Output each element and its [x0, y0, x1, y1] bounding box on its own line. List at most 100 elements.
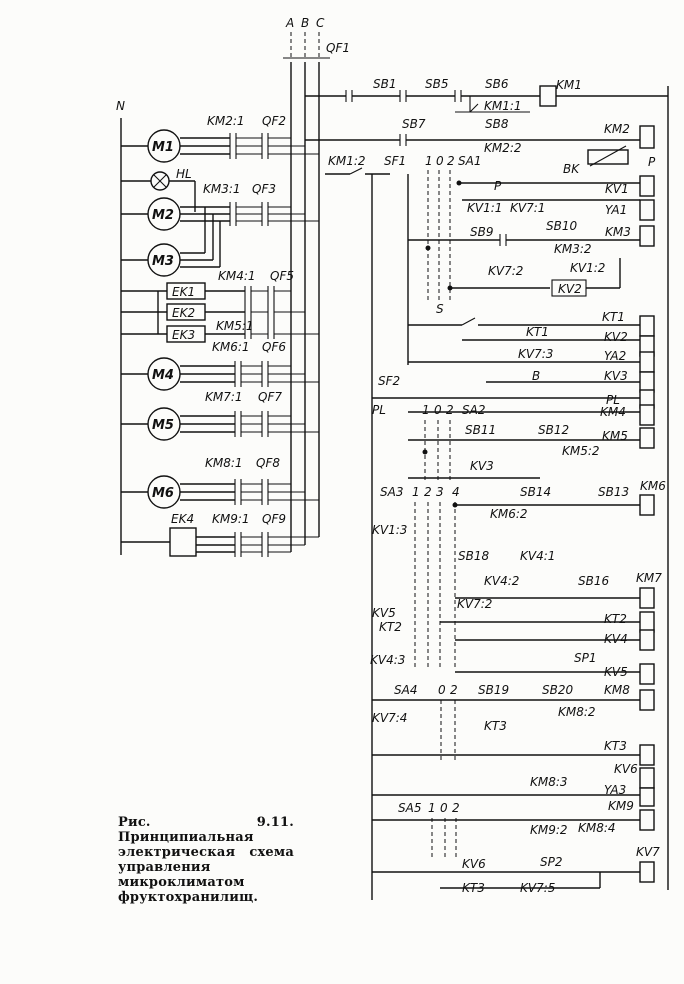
sa3-pos-4: 4: [452, 485, 460, 499]
km1-2-label: KM1:2: [328, 154, 366, 168]
km3-label: KM3: [605, 225, 631, 239]
coil-km8: [639, 689, 655, 711]
heater-ek4: [169, 527, 197, 557]
sa4-pos-0: 0: [438, 683, 446, 697]
svg-text:EK2: EK2: [172, 306, 195, 320]
sa5-pos-1: 1: [428, 801, 436, 815]
coil-kv5: [639, 663, 655, 685]
p-contact-label: P: [494, 179, 502, 193]
kv7-1-label: KV7:1: [510, 201, 545, 215]
kv1-2-label: KV1:2: [570, 261, 605, 275]
km7-1-label: KM7:1: [205, 390, 243, 404]
phase-b-label: B: [301, 16, 309, 30]
svg-text:EK1: EK1: [172, 285, 195, 299]
sa4-pos-2: 2: [450, 683, 458, 697]
km2-1-label: KM2:1: [207, 114, 245, 128]
coil-km1: [539, 85, 557, 107]
kv7-2-label: KV7:2: [488, 264, 523, 278]
coil-km5: [639, 427, 655, 449]
kt2-label: KT2: [604, 612, 627, 626]
pl-coil-label: PL: [606, 393, 620, 407]
kv2-contact-label: KV2: [558, 282, 582, 296]
sa1-pos-0: 0: [436, 154, 444, 168]
sb9-label: SB9: [470, 225, 493, 239]
coil-ya2: [639, 351, 655, 373]
kv1-3-label: KV1:3: [372, 523, 407, 537]
hl-label: HL: [176, 167, 192, 181]
svg-text:M2: M2: [152, 208, 174, 223]
sa1-pos-2: 2: [447, 154, 455, 168]
ek4-label: EK4: [171, 512, 194, 526]
coil-kt2: [639, 611, 655, 633]
kt1-label: KT1: [602, 310, 625, 324]
km4-1-label: KM4:1: [218, 269, 256, 283]
sa1-label: SA1: [458, 154, 481, 168]
control-circuit: SB1 SB5 SB6 KM1 KM1:1 SB7 SB8 KM2 KM2:2 …: [305, 77, 669, 900]
sa3-pos-2: 2: [424, 485, 432, 499]
kv3-label: KV3: [604, 369, 628, 383]
sb13-label: SB13: [598, 485, 629, 499]
coil-km3: [639, 225, 655, 247]
s-label: S: [436, 302, 444, 316]
kv6-contact-label: KV6: [462, 857, 486, 871]
sa5-pos-0: 0: [440, 801, 448, 815]
qf1-label: QF1: [326, 41, 350, 55]
coil-ya1: [639, 199, 655, 221]
sb8-label: SB8: [485, 117, 509, 131]
km9-label: KM9: [608, 799, 634, 813]
sb12-label: SB12: [538, 423, 569, 437]
kv4-1-label: KV4:1: [520, 549, 555, 563]
figure-caption: Рис. 9.11. Принципиальная электрическая …: [118, 815, 294, 905]
svg-text:M4: M4: [152, 368, 174, 383]
ya1-label: YA1: [605, 203, 627, 217]
km6-label: KM6: [640, 479, 666, 493]
svg-text:M1: M1: [152, 140, 174, 155]
sp2-label: SP2: [540, 855, 563, 869]
km7-label: KM7: [636, 571, 662, 585]
phase-c-label: C: [316, 16, 325, 30]
kv2-label: KV2: [604, 330, 628, 344]
coil-kv1: [639, 175, 655, 197]
km5-label: KM5: [602, 429, 628, 443]
sa2-pos-1: 1: [422, 403, 430, 417]
coil-km2: [639, 125, 655, 149]
kv7-label: KV7: [636, 845, 660, 859]
coil-kv4: [639, 629, 655, 651]
km8-label: KM8: [604, 683, 630, 697]
sa5-pos-2: 2: [452, 801, 460, 815]
sa2-label: SA2: [462, 403, 485, 417]
svg-text:M6: M6: [152, 486, 174, 501]
sb7-label: SB7: [402, 117, 426, 131]
km4-label: KM4: [600, 405, 626, 419]
kv7-3-label: KV7:3: [518, 347, 553, 361]
power-circuit: M1 KM2:1 QF2 HL M2 KM3:1 QF3 M3: [121, 114, 319, 557]
sa2-pos-2: 2: [446, 403, 454, 417]
sb18-label: SB20: [542, 683, 573, 697]
coil-kt3: [639, 744, 655, 766]
kv4-2-label: KV4:2: [484, 574, 519, 588]
km5-2-label: KM5:2: [562, 444, 600, 458]
kt1-contact-label: KT1: [526, 325, 549, 339]
kv7-2b-label: KV7:2: [457, 597, 492, 611]
km2-label: KM2: [604, 122, 630, 136]
p-label: P: [648, 155, 656, 169]
phase-a-label: A: [285, 16, 294, 30]
bk-label: BK: [563, 162, 580, 176]
sb14-label: SB14: [520, 485, 551, 499]
svg-text:EK3: EK3: [172, 328, 195, 342]
kt3-contact-label: KT3: [484, 719, 507, 733]
km8-3-label: KM8:3: [530, 775, 568, 789]
neutral-line: N: [116, 99, 125, 555]
coil-kv3: [639, 371, 655, 393]
km6-2-label: KM6:2: [490, 507, 528, 521]
coil-km6: [639, 494, 655, 516]
kv6-label: KV6: [614, 762, 638, 776]
ya2-label: YA2: [604, 349, 626, 363]
km1-1-label: KM1:1: [484, 99, 522, 113]
km9-1-label: KM9:1: [212, 512, 250, 526]
sa4-label: SA4: [394, 683, 417, 697]
thermostat-bk: [587, 149, 629, 165]
kv1-label: KV1: [605, 182, 629, 196]
